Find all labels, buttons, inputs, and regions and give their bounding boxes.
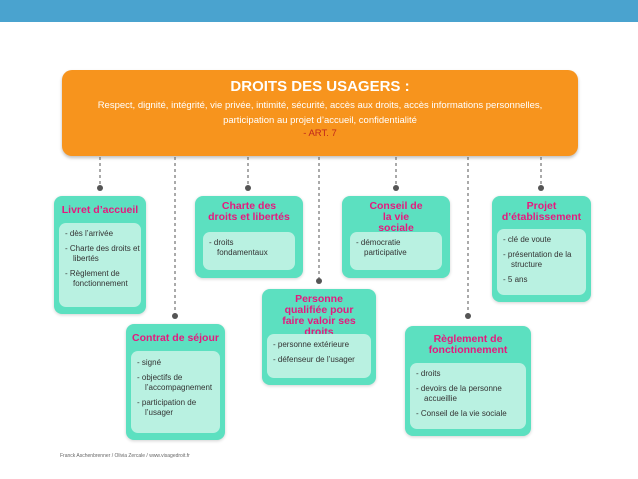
connector-dot-projet bbox=[538, 185, 544, 191]
connector-dot-charte bbox=[245, 185, 251, 191]
box-title: Projet d’établissement bbox=[501, 200, 582, 223]
connector-dot-conseil bbox=[393, 185, 399, 191]
list-item: démocratie participative bbox=[356, 238, 428, 258]
list-item: droits fondamentaux bbox=[209, 238, 277, 258]
box-title: Règlement de fonctionnement bbox=[428, 333, 508, 356]
connector-dot-reglement bbox=[465, 313, 471, 319]
connector-dot-contrat bbox=[172, 313, 178, 319]
box-content: droits fondamentaux bbox=[203, 232, 295, 270]
list-item: présentation de la structure bbox=[503, 250, 579, 270]
credit-text: Franck Aschenbrenner / Olivia Zercale / … bbox=[60, 453, 190, 459]
top-bar bbox=[0, 0, 638, 22]
connector-dot-livret bbox=[97, 185, 103, 191]
list-item: droits bbox=[416, 369, 526, 379]
box-title: Conseil de la vie sociale bbox=[369, 200, 423, 234]
box-content: démocratie participative bbox=[350, 232, 442, 270]
box-content: personne extérieure défenseur de l’usage… bbox=[267, 334, 371, 378]
box-content: signé objectifs de l’accompagnement part… bbox=[131, 351, 220, 433]
box-content: clé de voute présentation de la structur… bbox=[497, 229, 586, 295]
list-item: objectifs de l’accompagnement bbox=[137, 373, 217, 393]
list-item: Règlement de fonctionnement bbox=[65, 269, 141, 289]
list-item: signé bbox=[137, 358, 220, 368]
box-content: dès l’arrivée Charte des droits et liber… bbox=[59, 223, 141, 307]
box-charte-droits: Charte des droits et libertés droits fon… bbox=[195, 196, 303, 278]
box-title: Livret d’accueil bbox=[61, 204, 139, 216]
box-projet-etablissement: Projet d’établissement clé de voute prés… bbox=[492, 196, 591, 302]
box-title: Contrat de séjour bbox=[132, 332, 219, 344]
header-box: DROITS DES USAGERS : Respect, dignité, i… bbox=[62, 70, 578, 156]
box-conseil-vie-sociale: Conseil de la vie sociale démocratie par… bbox=[342, 196, 450, 278]
box-livret-accueil: Livret d’accueil dès l’arrivée Charte de… bbox=[54, 196, 146, 314]
list-item: clé de voute bbox=[503, 235, 586, 245]
box-personne-qualifiee: Personne qualifiée pour faire valoir ses… bbox=[262, 289, 376, 385]
list-item: Conseil de la vie sociale bbox=[416, 409, 526, 419]
box-title: Charte des droits et libertés bbox=[208, 200, 290, 223]
list-item: devoirs de la personne accueillie bbox=[416, 384, 512, 404]
list-item: 5 ans bbox=[503, 275, 586, 285]
list-item: personne extérieure bbox=[273, 340, 371, 350]
box-title: Personne qualifiée pour faire valoir ses… bbox=[282, 293, 356, 338]
box-contrat-sejour: Contrat de séjour signé objectifs de l’a… bbox=[126, 324, 225, 440]
list-item: participation de l’usager bbox=[137, 398, 215, 418]
box-content: droits devoirs de la personne accueillie… bbox=[410, 363, 526, 429]
header-title: DROITS DES USAGERS : bbox=[230, 78, 410, 95]
list-item: dès l’arrivée bbox=[65, 229, 141, 239]
list-item: défenseur de l’usager bbox=[273, 355, 371, 365]
box-reglement-fonctionnement: Règlement de fonctionnement droits devoi… bbox=[405, 326, 531, 436]
connector-dot-personne bbox=[316, 278, 322, 284]
header-article: - ART. 7 bbox=[303, 128, 337, 139]
list-item: Charte des droits et libertés bbox=[65, 244, 141, 264]
header-description: Respect, dignité, intégrité, vie privée,… bbox=[97, 100, 543, 126]
